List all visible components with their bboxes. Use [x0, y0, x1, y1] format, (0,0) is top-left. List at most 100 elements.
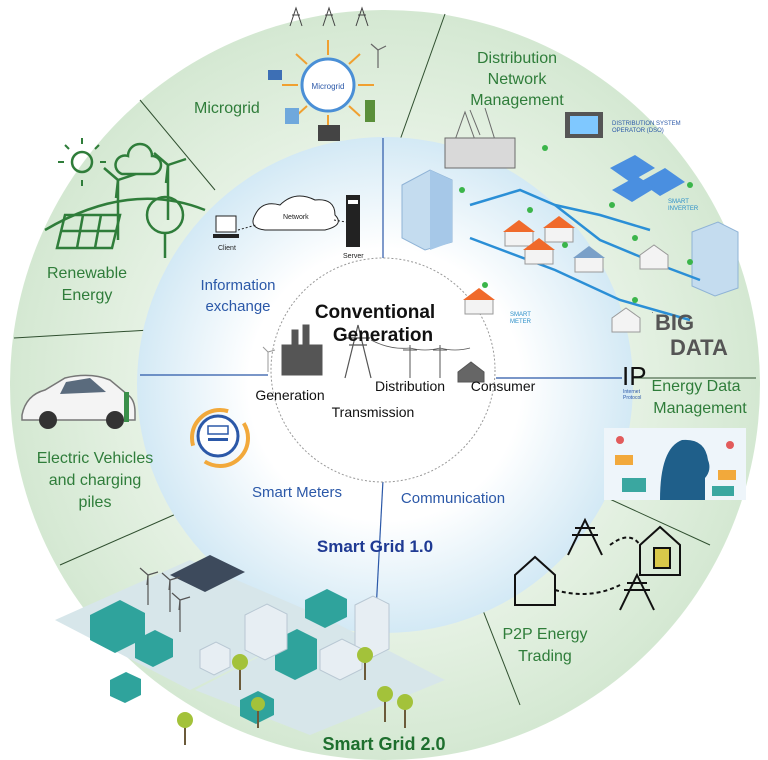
information-label-line1: Information — [200, 277, 275, 294]
sun-icon — [70, 150, 94, 174]
building-icon — [285, 108, 299, 124]
network-illustration: Network Client Server — [213, 195, 364, 260]
trees-icon — [177, 647, 413, 745]
pylon-icons-top — [289, 6, 369, 27]
house-icon-right — [639, 525, 681, 576]
inner-ring-dividers — [140, 138, 622, 631]
smart-grid-1-title: Smart Grid 1.0 — [317, 537, 433, 556]
houses-icon — [463, 216, 669, 333]
inverter-label-line2: INVERTER — [668, 206, 699, 212]
city-base-left — [55, 560, 330, 690]
stage-generation: Generation — [255, 387, 324, 403]
microgrid-illustration: Microgrid — [268, 6, 387, 141]
inverter-label-line1: SMART — [668, 199, 689, 205]
ip-caption-line2: Protocol — [623, 395, 641, 401]
solar-panel-icon — [268, 70, 282, 80]
ev-label-line3: piles — [79, 494, 112, 511]
distribution-label-line3: Management — [470, 92, 564, 109]
divider-microgrid-distribution — [399, 13, 446, 141]
distribution-label-line1: Distribution — [477, 50, 557, 67]
communication-label: Communication — [401, 490, 505, 507]
outer-ring-dividers — [13, 13, 756, 706]
big-data-word-2: DATA — [670, 335, 728, 360]
solar-farm-icon — [170, 555, 245, 592]
pylon-icon-1 — [567, 517, 603, 556]
p2p-label-line2: Trading — [518, 648, 572, 665]
wind-turbines-icon — [103, 152, 187, 240]
smart-meter-icon — [196, 414, 240, 458]
divider-renewable-ev — [13, 329, 151, 339]
energy-data-label-line2: Management — [653, 400, 747, 417]
ev-illustration — [21, 374, 136, 429]
solar-array-icon — [55, 213, 122, 250]
center-title-line1: Conventional — [315, 302, 435, 323]
server-icon — [346, 195, 360, 247]
center-title-line2: Generation — [333, 325, 433, 346]
storage-icon — [318, 125, 340, 141]
distribution-poles-icon — [370, 339, 471, 378]
smart-meter-label-line1: SMART — [510, 312, 531, 318]
tree-icon — [145, 195, 185, 258]
car-icon — [21, 374, 136, 421]
city-wind-turbines-icon — [139, 567, 191, 632]
ev-label-line2: and charging — [49, 472, 142, 489]
smart-meter-illustration — [190, 408, 250, 468]
power-plant-icon — [281, 344, 323, 376]
office-building-right-icon — [691, 221, 739, 297]
cloud-icon — [114, 142, 163, 176]
renewable-illustration — [44, 138, 206, 258]
client-computer-icon — [215, 215, 237, 233]
big-data-word-1: BIG — [655, 310, 694, 335]
dso-label-line2: OPERATOR (DSO) — [612, 128, 664, 134]
center-circle — [270, 257, 496, 483]
battery-icon — [365, 100, 375, 122]
stage-consumer: Consumer — [471, 378, 536, 394]
client-label: Client — [218, 245, 236, 252]
divider-ev-smartgrid2 — [59, 509, 186, 566]
dso-label-line1: DISTRIBUTION SYSTEM — [612, 121, 681, 127]
stage-transmission: Transmission — [332, 404, 415, 420]
white-buildings-icon — [199, 595, 390, 681]
divider-microgrid-renewable — [139, 99, 216, 191]
meter-ring-icon — [190, 408, 250, 468]
smart-grid-2-title: Smart Grid 2.0 — [322, 734, 445, 754]
ip-icon: IP — [622, 361, 647, 391]
smart-meters-label: Smart Meters — [252, 484, 342, 501]
distribution-label-line2: Network — [488, 71, 548, 88]
substation-icon — [444, 107, 516, 169]
energy-data-label-line1: Energy Data — [652, 378, 741, 395]
wifi-icons — [459, 145, 693, 303]
renewable-label-line2: Energy — [62, 287, 113, 304]
office-building-left-icon — [401, 169, 453, 251]
center-wind-turbine-icon — [262, 346, 276, 372]
phone-icon — [653, 547, 671, 569]
distribution-network-illustration: DISTRIBUTION SYSTEM OPERATOR (DSO) SMART… — [401, 107, 739, 333]
charging-pile-icon — [124, 392, 129, 422]
microgrid-hub-label: Microgrid — [312, 82, 345, 91]
grid-lines — [469, 188, 701, 322]
p2p-illustration — [514, 517, 681, 611]
pylon-icon-2 — [619, 572, 655, 611]
stage-distribution: Distribution — [375, 378, 445, 394]
server-label: Server — [343, 253, 364, 260]
ev-label-line1: Electric Vehicles — [37, 450, 154, 467]
p2p-label-line1: P2P Energy — [502, 626, 587, 643]
energy-data-illustration: BIG DATA IP Internet Protocol — [604, 310, 746, 500]
ip-caption-line1: Internet — [623, 389, 641, 395]
microgrid-label: Microgrid — [194, 100, 260, 117]
transmission-tower-icon — [344, 324, 372, 379]
city-illustration — [55, 555, 445, 745]
microgrid-hub-icon — [300, 57, 356, 113]
smart-meter-label-line2: METER — [510, 319, 532, 325]
head-silhouette-icon — [660, 439, 710, 500]
consumer-house-icon — [457, 361, 485, 383]
network-label: Network — [283, 214, 309, 221]
solar-panels-icon — [610, 155, 685, 202]
renewable-label-line1: Renewable — [47, 265, 127, 282]
conventional-chain-illustration — [262, 324, 485, 383]
trade-line-2 — [609, 536, 641, 546]
wind-turbine-icon — [370, 43, 387, 68]
information-label-line2: exchange — [205, 298, 270, 315]
